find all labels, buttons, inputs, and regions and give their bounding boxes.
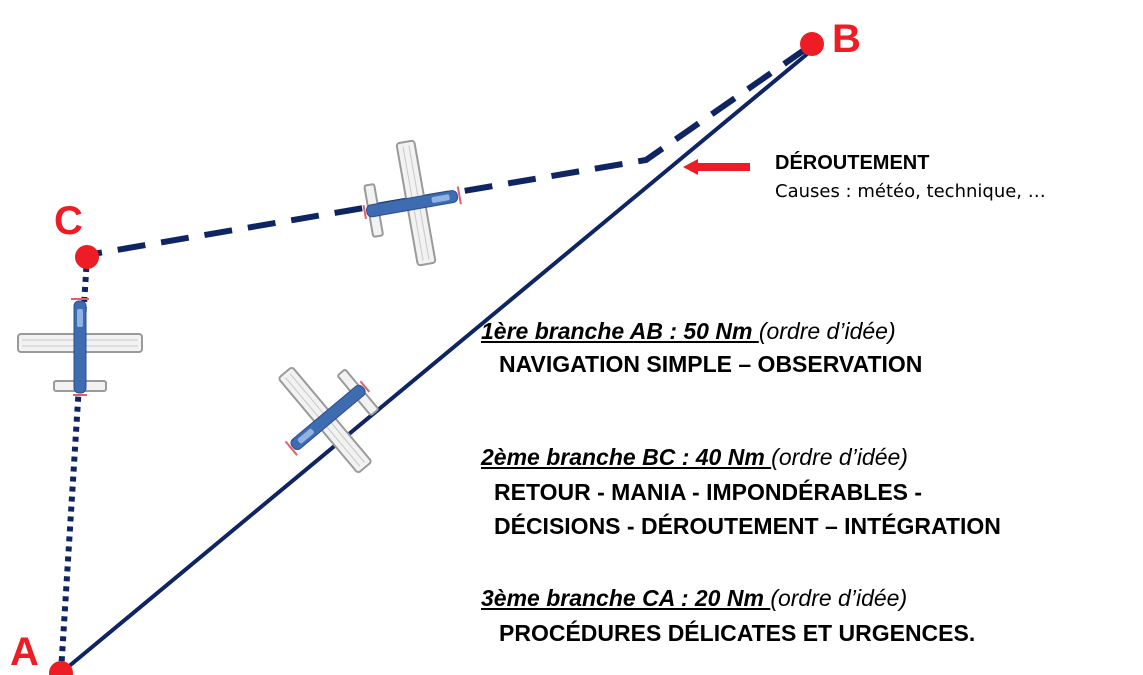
leg-3-block: 3ème branche CA : 20 Nm (ordre d’idée) P… — [481, 585, 975, 650]
leg-2-note: (ordre d’idée) — [771, 444, 908, 470]
point-b-label: B — [832, 17, 861, 61]
leg-3-title: 3ème branche CA : 20 Nm — [481, 585, 771, 611]
leg-2-title: 2ème branche BC : 40 Nm — [481, 444, 772, 470]
leg-1-note: (ordre d’idée) — [758, 318, 896, 344]
leg-2-description-line-1: RETOUR - MANIA - IMPONDÉRABLES - — [494, 479, 923, 505]
leg-2-block: 2ème branche BC : 40 Nm (ordre d’idée) R… — [481, 444, 1001, 543]
diversion-title: DÉROUTEMENT — [775, 152, 930, 174]
point-a-marker — [49, 661, 73, 675]
diversion-annotation: DÉROUTEMENT Causes : météo, technique, … — [775, 152, 1046, 202]
leg-3-note: (ordre d’idée) — [770, 585, 908, 611]
leg-1-title: 1ère branche AB : 50 Nm — [481, 318, 759, 344]
point-b-marker — [800, 32, 824, 56]
airplane-icon — [353, 133, 472, 275]
diversion-causes: Causes : météo, technique, … — [775, 181, 1046, 202]
leg-ab-line — [60, 48, 814, 674]
leg-1-description: NAVIGATION SIMPLE – OBSERVATION — [499, 351, 923, 377]
arrow-left-icon — [683, 159, 750, 175]
point-c-label: C — [54, 199, 83, 243]
airplane-icon — [250, 338, 406, 497]
leg-bc-dashed-line — [86, 45, 809, 258]
airplane-icon — [17, 298, 143, 396]
point-a-label: A — [10, 630, 39, 674]
leg-2-description-line-2: DÉCISIONS - DÉROUTEMENT – INTÉGRATION — [494, 513, 1001, 539]
leg-3-description: PROCÉDURES DÉLICATES ET URGENCES. — [499, 620, 976, 646]
leg-1-block: 1ère branche AB : 50 Nm (ordre d’idée) N… — [481, 318, 922, 381]
point-c-marker — [75, 245, 99, 269]
